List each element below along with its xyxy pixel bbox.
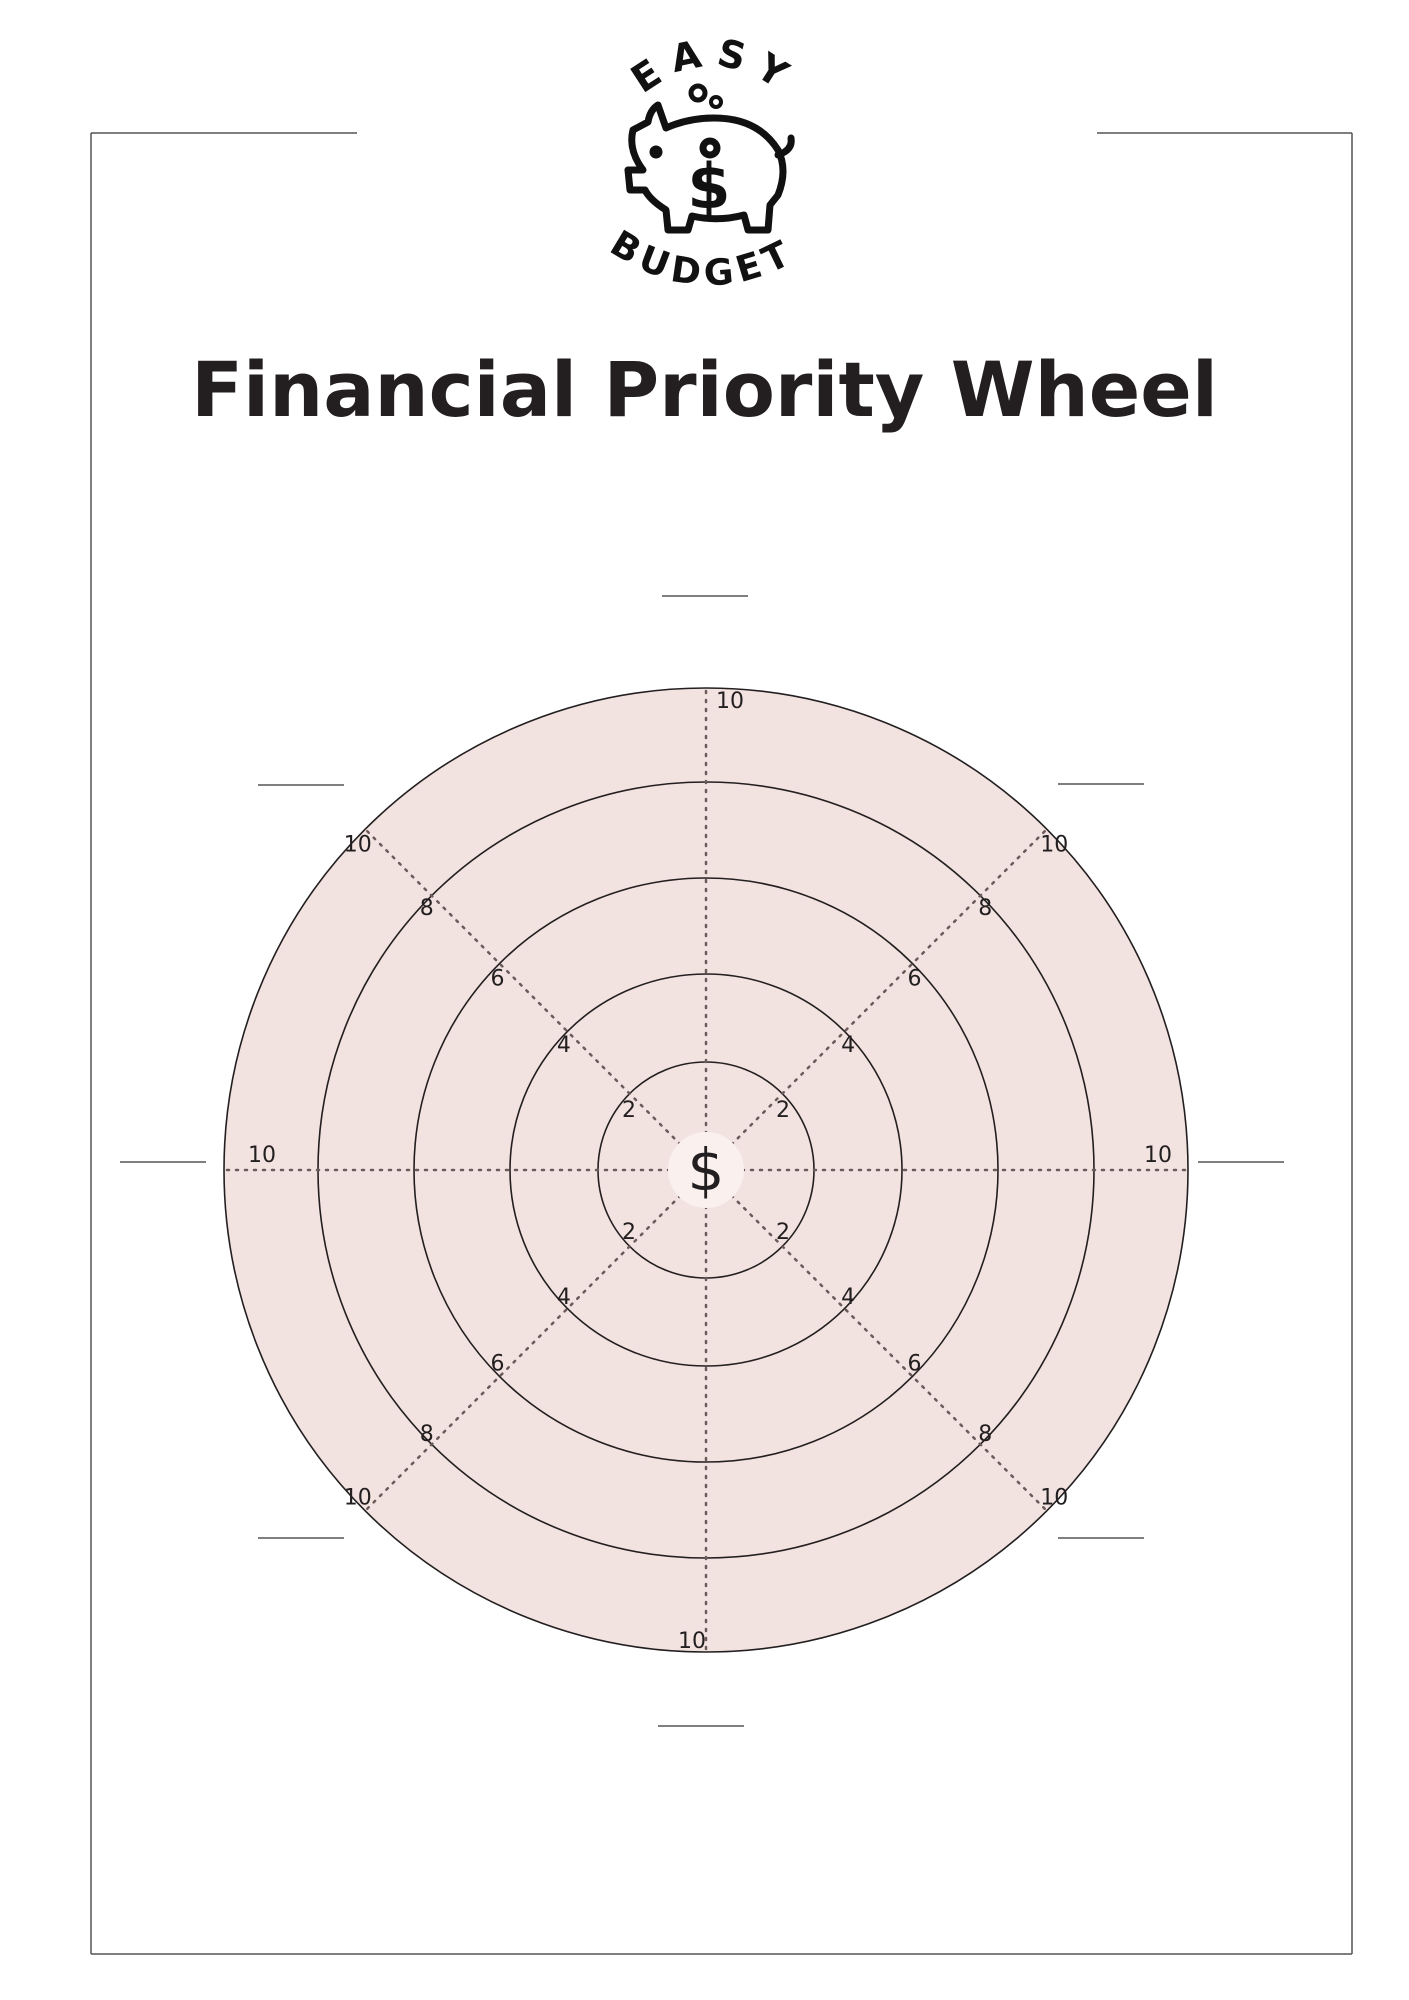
score-label-top-right: 8 bbox=[978, 896, 992, 921]
wheel-spoke bbox=[363, 827, 708, 1172]
score-label-right: 10 bbox=[1144, 1143, 1172, 1168]
wheel-ring-6 bbox=[413, 877, 999, 1463]
score-label-bottom-left: 8 bbox=[420, 1422, 434, 1447]
score-label-top: 10 bbox=[716, 689, 744, 714]
score-label-bottom-left: 2 bbox=[622, 1220, 636, 1245]
score-label-bottom-right: 8 bbox=[978, 1422, 992, 1447]
score-label-top-left: 4 bbox=[557, 1033, 571, 1058]
wheel-spoke bbox=[704, 1168, 1049, 1513]
score-label-bottom-right: 4 bbox=[841, 1285, 855, 1310]
page-title: Financial Priority Wheel bbox=[191, 345, 1218, 434]
score-label-bottom-right: 10 bbox=[1040, 1486, 1068, 1511]
wheel-center-symbol: $ bbox=[688, 1136, 725, 1204]
score-label-top-left: 6 bbox=[490, 967, 504, 992]
score-label-top-right: 2 bbox=[776, 1098, 790, 1123]
wheel-spoke bbox=[363, 1168, 708, 1513]
easy-budget-logo: EASY BUDGET $ bbox=[603, 30, 795, 295]
score-label-top-left: 10 bbox=[344, 832, 372, 857]
score-label-top-right: 10 bbox=[1040, 832, 1068, 857]
wheel-spoke bbox=[704, 827, 1049, 1172]
logo-dollar-sign: $ bbox=[687, 150, 730, 223]
score-label-top-left: 8 bbox=[420, 896, 434, 921]
piggy-bank-dollar-icon bbox=[624, 83, 795, 234]
wheel-center-disc bbox=[668, 1132, 744, 1208]
score-label-bottom-left: 6 bbox=[490, 1351, 504, 1376]
score-label-top-left: 2 bbox=[622, 1098, 636, 1123]
score-label-bottom-left: 10 bbox=[344, 1486, 372, 1511]
score-label-left: 10 bbox=[248, 1143, 276, 1168]
score-label-bottom-right: 6 bbox=[908, 1351, 922, 1376]
score-label-bottom-right: 2 bbox=[776, 1220, 790, 1245]
wheel-ring-4 bbox=[509, 973, 903, 1367]
score-label-top-right: 4 bbox=[841, 1033, 855, 1058]
score-label-bottom: 10 bbox=[678, 1629, 706, 1654]
score-label-top-right: 6 bbox=[908, 967, 922, 992]
score-label-bottom-left: 4 bbox=[557, 1285, 571, 1310]
